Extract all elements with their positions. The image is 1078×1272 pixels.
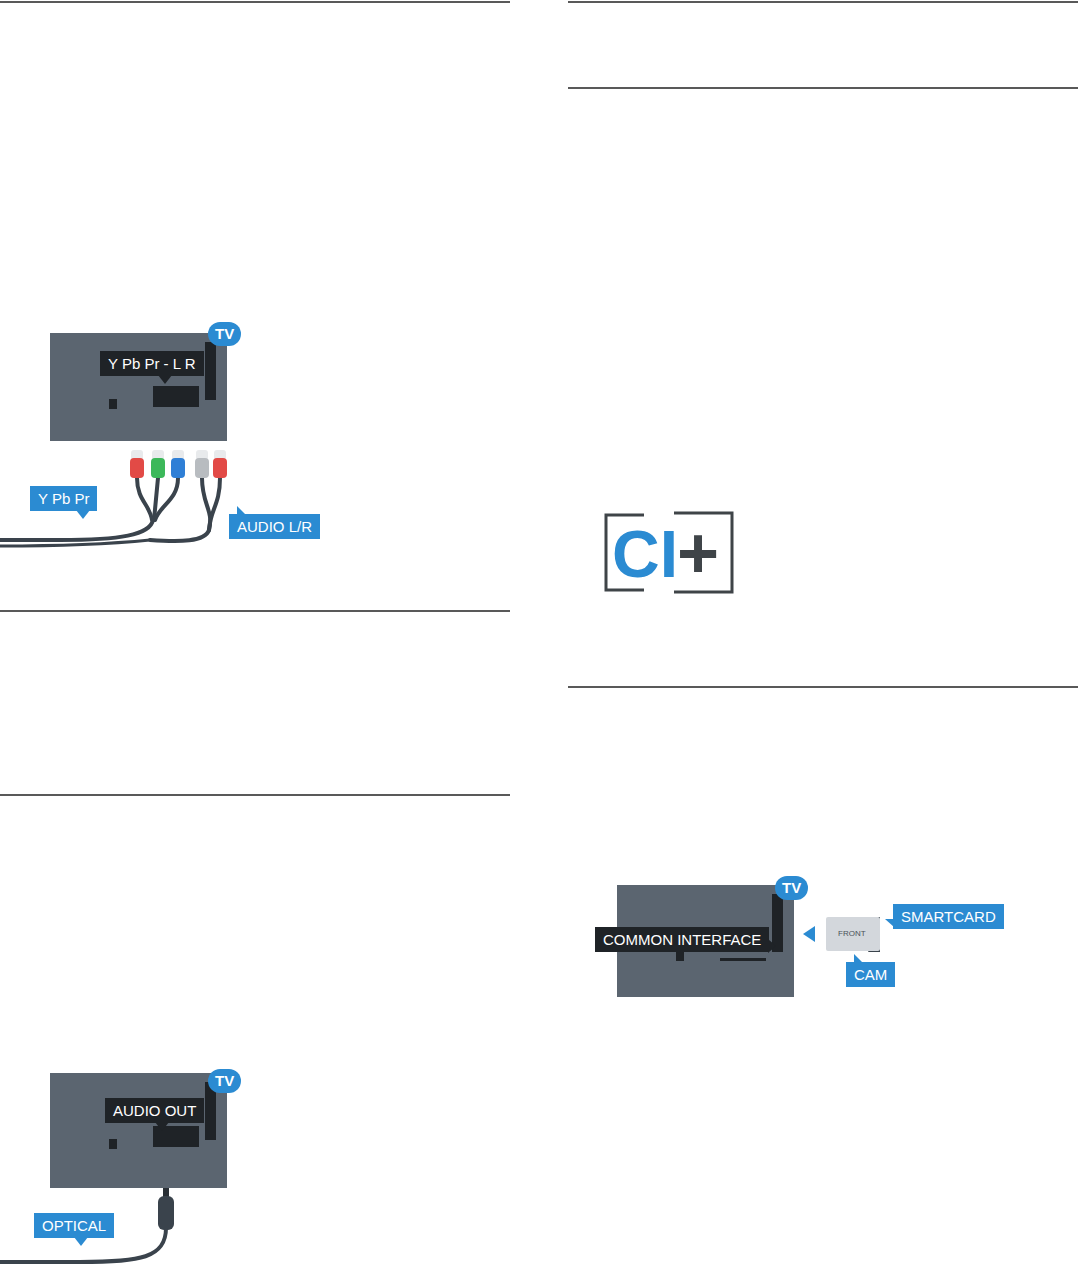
component-cable (0, 478, 220, 546)
tv-badge: TV (775, 876, 808, 900)
tv-badge: TV (208, 322, 241, 346)
callout-text: Y Pb Pr (38, 490, 89, 507)
port-symbol (50, 333, 227, 441)
callout-tag: Y Pb Pr - L R (100, 351, 204, 376)
tv-panel: TVCOMMON INTERFACE (617, 885, 794, 997)
callout-tag: AUDIO L/R (229, 514, 320, 539)
callout-tag: OPTICAL (34, 1213, 114, 1238)
rca-plugs (130, 450, 227, 478)
callout-tag: AUDIO OUT (105, 1098, 204, 1123)
insert-arrow (803, 926, 815, 942)
callout-pointer (237, 506, 246, 515)
section-divider (0, 2, 1078, 795)
tv-panel: TVY Pb Pr - L R (50, 333, 227, 441)
logo-plus: + (677, 517, 719, 589)
tv-badge: TV (208, 1069, 241, 1093)
ci-plus-frame (606, 513, 732, 592)
callout-text: AUDIO L/R (237, 518, 312, 535)
callout-tag: COMMON INTERFACE (595, 927, 769, 952)
callout-pointer (885, 919, 894, 927)
callout-text: CAM (854, 966, 887, 983)
callout-tag: SMARTCARD (893, 904, 1004, 929)
callout-pointer (158, 375, 172, 384)
callout-pointer (74, 1237, 88, 1246)
cam-card: FRONT (826, 917, 880, 951)
callout-text: Y Pb Pr - L R (108, 355, 196, 372)
logo-letters: CI (612, 521, 678, 587)
callout-pointer (854, 954, 863, 963)
tv-panel: TVAUDIO OUT (50, 1073, 227, 1188)
port-symbol (50, 1073, 227, 1188)
optical-plug (0, 1188, 174, 1262)
callout-pointer (768, 939, 776, 953)
callout-tag: CAM (846, 962, 895, 987)
callout-pointer (155, 1122, 169, 1131)
callout-text: OPTICAL (42, 1217, 106, 1234)
callout-pointer (76, 510, 90, 519)
card-label: FRONT (838, 929, 866, 938)
callout-text: AUDIO OUT (113, 1102, 196, 1119)
callout-tag: Y Pb Pr (30, 486, 97, 511)
callout-text: SMARTCARD (901, 908, 996, 925)
callout-text: COMMON INTERFACE (603, 931, 761, 948)
